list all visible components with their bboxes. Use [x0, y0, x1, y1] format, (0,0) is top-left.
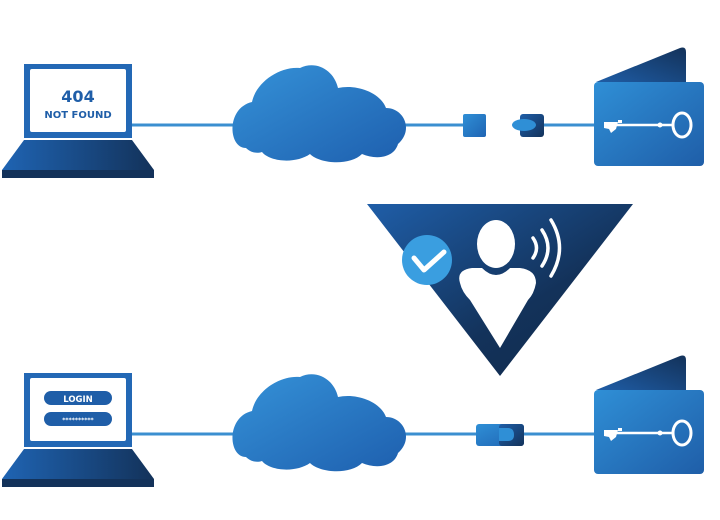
plug-prong	[512, 119, 536, 131]
laptop-screen	[30, 378, 126, 441]
key-wallet-icon	[594, 355, 704, 474]
cloud-icon	[232, 65, 407, 163]
voice-auth-badge	[367, 204, 633, 376]
laptop-icon: LOGIN **********	[2, 373, 154, 487]
bottom-row: LOGIN **********	[2, 355, 704, 487]
password-field[interactable]	[44, 412, 112, 426]
plug-connected-icon	[476, 424, 524, 446]
plug-disconnected-icon	[463, 114, 544, 137]
key-icon	[604, 419, 693, 447]
laptop-screen	[30, 69, 126, 132]
laptop-icon: 404 NOT FOUND	[2, 64, 154, 178]
plug-male	[463, 114, 486, 137]
password-mask: **********	[62, 417, 94, 424]
laptop-base	[2, 170, 154, 178]
sound-waves-icon	[531, 218, 562, 278]
user-body	[459, 268, 536, 348]
key-wallet-icon	[594, 47, 704, 166]
user-head	[477, 220, 515, 268]
error-code: 404	[61, 87, 94, 106]
cloud-icon	[232, 374, 407, 472]
laptop-base	[2, 479, 154, 487]
top-row: 404 NOT FOUND	[2, 47, 704, 178]
error-message: NOT FOUND	[44, 110, 111, 121]
login-label: LOGIN	[63, 395, 93, 405]
laptop-keyboard	[2, 449, 154, 479]
checkmark-icon	[402, 235, 452, 285]
key-icon	[604, 111, 693, 139]
user-voice-verified-icon	[459, 220, 536, 348]
login-button[interactable]	[44, 391, 112, 405]
laptop-keyboard	[2, 140, 154, 170]
